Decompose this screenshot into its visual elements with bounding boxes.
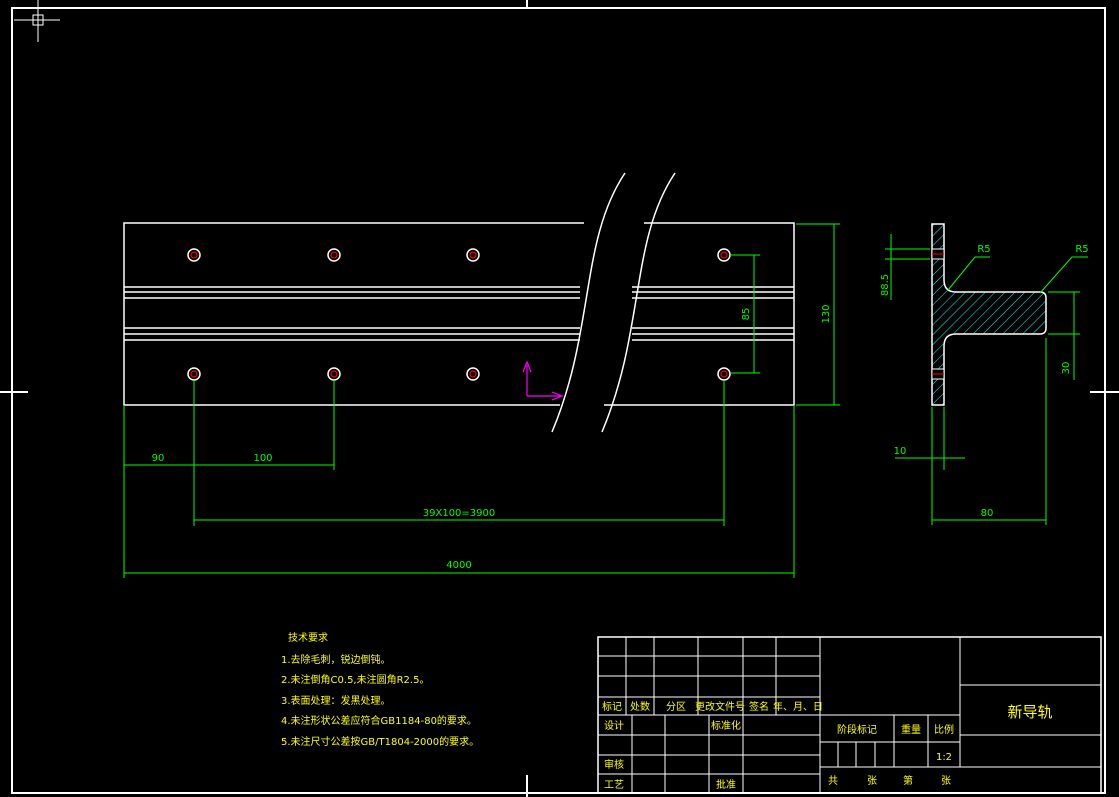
mounting-hole	[466, 367, 480, 381]
dim-90: 90	[152, 453, 165, 464]
tb-header-mark: 标记	[602, 701, 622, 713]
dim-4000: 4000	[446, 560, 471, 571]
tb-scale-value: 1:2	[936, 752, 952, 763]
notes-item-5: 5.未注尺寸公差按GB/T1804-2000的要求。	[281, 735, 479, 748]
mounting-hole	[327, 367, 341, 381]
tb-sheet-unit: 张	[867, 775, 877, 787]
tb-header-change-doc: 更改文件号	[695, 700, 745, 713]
mounting-hole	[327, 248, 341, 262]
tb-header-signature: 签名	[749, 700, 769, 713]
tb-design-label: 设计	[604, 719, 624, 732]
front-view-dim-labels: 90 100 39X100=3900 4000 85 130	[152, 304, 832, 571]
tb-scale-label: 比例	[934, 723, 954, 736]
notes-title: 技术要求	[288, 631, 328, 644]
title-block-revision-grid	[598, 637, 821, 793]
tb-sheet-total: 共	[828, 775, 838, 787]
dim-130: 130	[821, 304, 832, 323]
dim-hole-pattern: 39X100=3900	[423, 508, 496, 519]
tb-weight-label: 重量	[901, 723, 921, 736]
section-view[interactable]	[931, 223, 1047, 406]
tb-approve-label: 批准	[716, 778, 736, 791]
section-view-dimensions	[885, 234, 1088, 525]
tb-review-label: 审核	[604, 758, 624, 771]
title-block-text: 新导轨 标记 处数 分区 更改文件号 签名 年、月、日 设计 标准化 审核 工艺…	[602, 700, 1053, 791]
crosshair-cursor-icon	[14, 0, 60, 42]
dim-10: 10	[894, 446, 907, 457]
rail-outline-right	[604, 222, 795, 406]
mounting-hole	[466, 248, 480, 262]
title-block[interactable]	[597, 636, 1102, 794]
break-line-right	[601, 172, 676, 433]
front-view-dimensions	[123, 223, 840, 578]
break-line-left	[551, 172, 626, 433]
rail-outline-left	[123, 222, 584, 406]
dim-30: 30	[1061, 362, 1072, 375]
mounting-hole	[717, 367, 731, 381]
rail-grooves-left	[124, 286, 580, 341]
dim-88-5: 88.5	[880, 274, 891, 296]
tb-sheet-unit2: 张	[941, 775, 951, 787]
technical-notes: 技术要求 1.去除毛刺，锐边倒钝。 2.未注倒角C0.5,未注圆角R2.5。 3…	[281, 631, 479, 748]
tb-standardize-label: 标准化	[711, 719, 741, 732]
section-view-dim-labels: R5 R5 88.5 30 10 80	[880, 244, 1089, 519]
rail-cross-section	[931, 223, 1047, 406]
tb-stage-mark-label: 阶段标记	[837, 723, 877, 736]
tb-process-label: 工艺	[604, 779, 624, 791]
tb-sheet-no: 第	[903, 774, 913, 787]
tb-header-zone: 分区	[666, 701, 686, 713]
mounting-hole	[187, 367, 201, 381]
dim-r5-right: R5	[1075, 244, 1088, 255]
notes-item-2: 2.未注倒角C0.5,未注圆角R2.5。	[281, 673, 429, 686]
notes-item-4: 4.未注形状公差应符合GB1184-80的要求。	[281, 714, 477, 727]
sheet-border	[11, 7, 1106, 794]
dim-85: 85	[741, 308, 752, 321]
mounting-hole	[717, 248, 731, 262]
tb-header-count: 处数	[630, 700, 650, 713]
dim-100: 100	[253, 453, 272, 464]
rail-grooves-right	[632, 286, 794, 341]
notes-item-1: 1.去除毛刺，锐边倒钝。	[281, 653, 391, 666]
title-block-right-grid	[820, 637, 1101, 768]
part-name: 新导轨	[1007, 703, 1052, 721]
mounting-holes	[187, 248, 731, 381]
dim-80: 80	[981, 508, 994, 519]
front-view[interactable]	[123, 172, 795, 433]
notes-item-3: 3.表面处理：发黑处理。	[281, 694, 391, 707]
ucs-axis-icon	[522, 360, 564, 401]
dim-r5-left: R5	[977, 244, 990, 255]
tb-header-date: 年、月、日	[773, 700, 823, 713]
mounting-hole	[187, 248, 201, 262]
